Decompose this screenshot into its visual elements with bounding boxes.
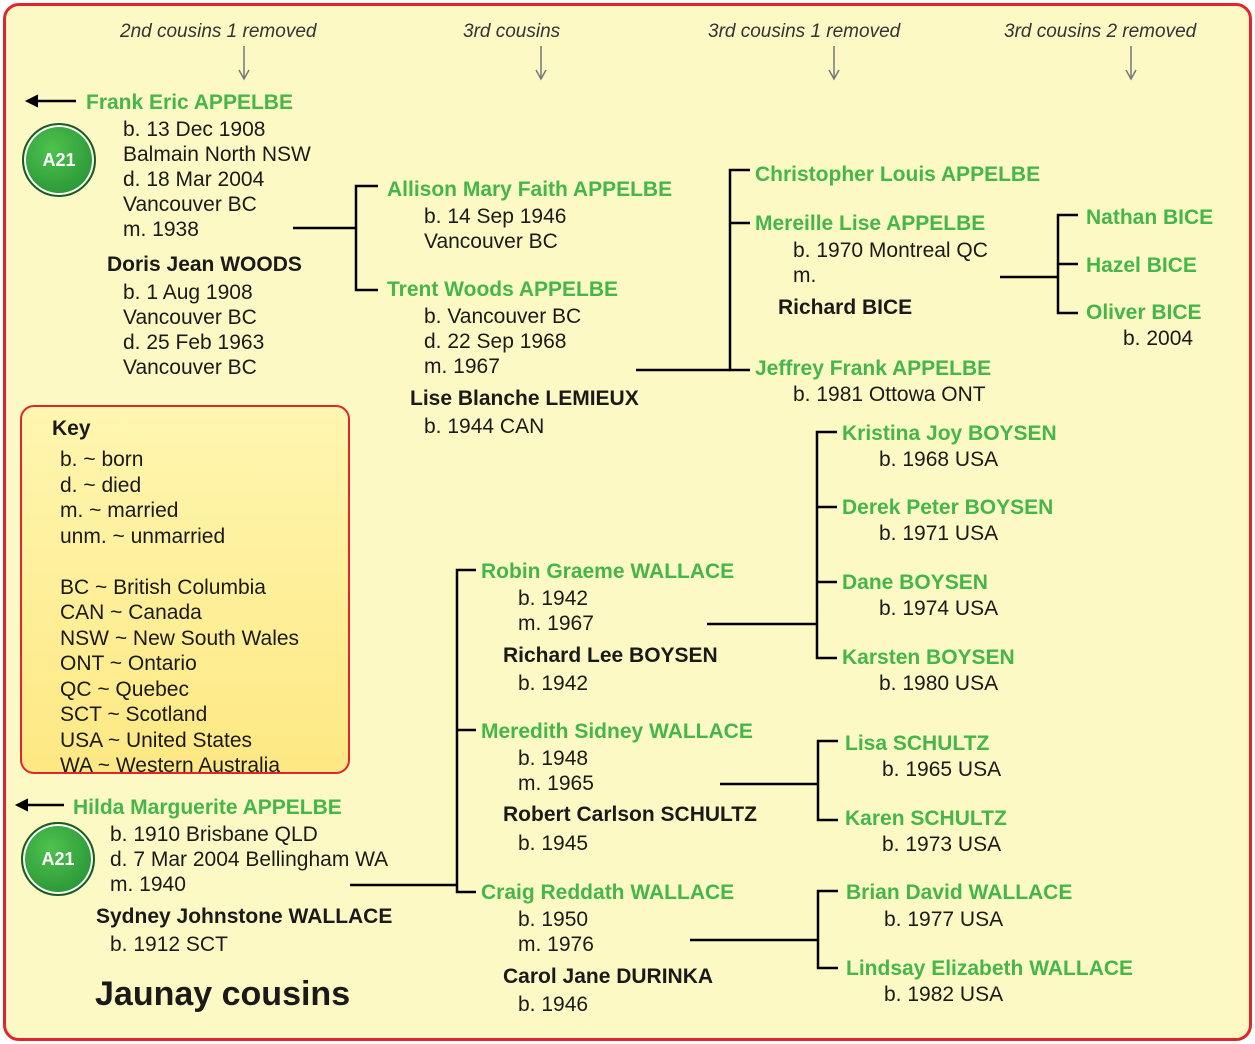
spouse-richard-bice: Richard BICE bbox=[778, 296, 913, 319]
person-dane-boysen: Dane BOYSEN bbox=[842, 571, 988, 594]
kristina-details: b. 1968 USA bbox=[879, 448, 999, 471]
spouse-lise-blanche-lemieux: Lise Blanche LEMIEUX bbox=[410, 387, 639, 410]
person-robin-graeme-wallace: Robin Graeme WALLACE bbox=[481, 560, 735, 583]
diagram-title: Jaunay cousins bbox=[95, 975, 351, 1013]
karen-details: b. 1973 USA bbox=[882, 833, 1002, 856]
header-3rd-cousins-2-removed: 3rd cousins 2 removed bbox=[1004, 21, 1197, 42]
spouse-doris-jean-woods: Doris Jean WOODS bbox=[107, 253, 302, 276]
person-karen-schultz: Karen SCHULTZ bbox=[845, 807, 1007, 830]
lindsay-details: b. 1982 USA bbox=[884, 983, 1004, 1006]
carol-details: b. 1946 bbox=[518, 993, 589, 1016]
spouse-robert-carlson-schultz: Robert Carlson SCHULTZ bbox=[503, 803, 757, 826]
dane-details: b. 1974 USA bbox=[879, 597, 999, 620]
karsten-details: b. 1980 USA bbox=[879, 672, 999, 695]
oliver-details: b. 2004 bbox=[1123, 327, 1194, 350]
person-trent-woods-appelbe: Trent Woods APPELBE bbox=[387, 278, 619, 301]
person-nathan-bice: Nathan BICE bbox=[1086, 206, 1214, 229]
person-kristina-joy-boysen: Kristina Joy BOYSEN bbox=[842, 422, 1057, 445]
robert-details: b. 1945 bbox=[518, 832, 589, 855]
header-3rd-cousins-1-removed: 3rd cousins 1 removed bbox=[708, 21, 901, 42]
brian-details: b. 1977 USA bbox=[884, 908, 1004, 931]
person-hazel-bice: Hazel BICE bbox=[1086, 254, 1197, 277]
person-meredith-sidney-wallace: Meredith Sidney WALLACE bbox=[481, 720, 753, 743]
badge-a21-frank: A21 bbox=[22, 123, 96, 197]
header-3rd-cousins: 3rd cousins bbox=[463, 21, 561, 42]
person-oliver-bice: Oliver BICE bbox=[1086, 301, 1202, 324]
person-jeffrey-frank-appelbe: Jeffrey Frank APPELBE bbox=[755, 357, 992, 380]
lisa-details: b. 1965 USA bbox=[882, 758, 1002, 781]
jeffrey-details: b. 1981 Ottowa ONT bbox=[793, 383, 986, 406]
person-craig-reddath-wallace: Craig Reddath WALLACE bbox=[481, 881, 735, 904]
derek-details: b. 1971 USA bbox=[879, 522, 999, 545]
person-derek-peter-boysen: Derek Peter BOYSEN bbox=[842, 496, 1054, 519]
richard-boysen-details: b. 1942 bbox=[518, 672, 589, 695]
person-lisa-schultz: Lisa SCHULTZ bbox=[845, 732, 990, 755]
spouse-richard-lee-boysen: Richard Lee BOYSEN bbox=[503, 644, 718, 667]
person-karsten-boysen: Karsten BOYSEN bbox=[842, 646, 1015, 669]
header-2nd-cousins-1-removed: 2nd cousins 1 removed bbox=[120, 21, 317, 42]
badge-a21-hilda: A21 bbox=[21, 822, 95, 896]
person-christopher-louis-appelbe: Christopher Louis APPELBE bbox=[755, 163, 1041, 186]
person-hilda-marguerite-appelbe: Hilda Marguerite APPELBE bbox=[73, 796, 342, 819]
lise-details: b. 1944 CAN bbox=[424, 415, 545, 438]
header-arrows bbox=[238, 46, 1137, 81]
person-lindsay-elizabeth-wallace: Lindsay Elizabeth WALLACE bbox=[846, 957, 1134, 980]
person-allison-mary-faith-appelbe: Allison Mary Faith APPELBE bbox=[387, 178, 673, 201]
key-heading: Key bbox=[52, 417, 91, 440]
spouse-sydney-johnstone-wallace: Sydney Johnstone WALLACE bbox=[96, 905, 393, 928]
person-frank-eric-appelbe: Frank Eric APPELBE bbox=[86, 91, 293, 114]
sydney-details: b. 1912 SCT bbox=[110, 933, 228, 956]
person-mereille-lise-appelbe: Mereille Lise APPELBE bbox=[755, 212, 986, 235]
person-brian-david-wallace: Brian David WALLACE bbox=[846, 881, 1073, 904]
spouse-carol-jane-durinka: Carol Jane DURINKA bbox=[503, 965, 714, 988]
